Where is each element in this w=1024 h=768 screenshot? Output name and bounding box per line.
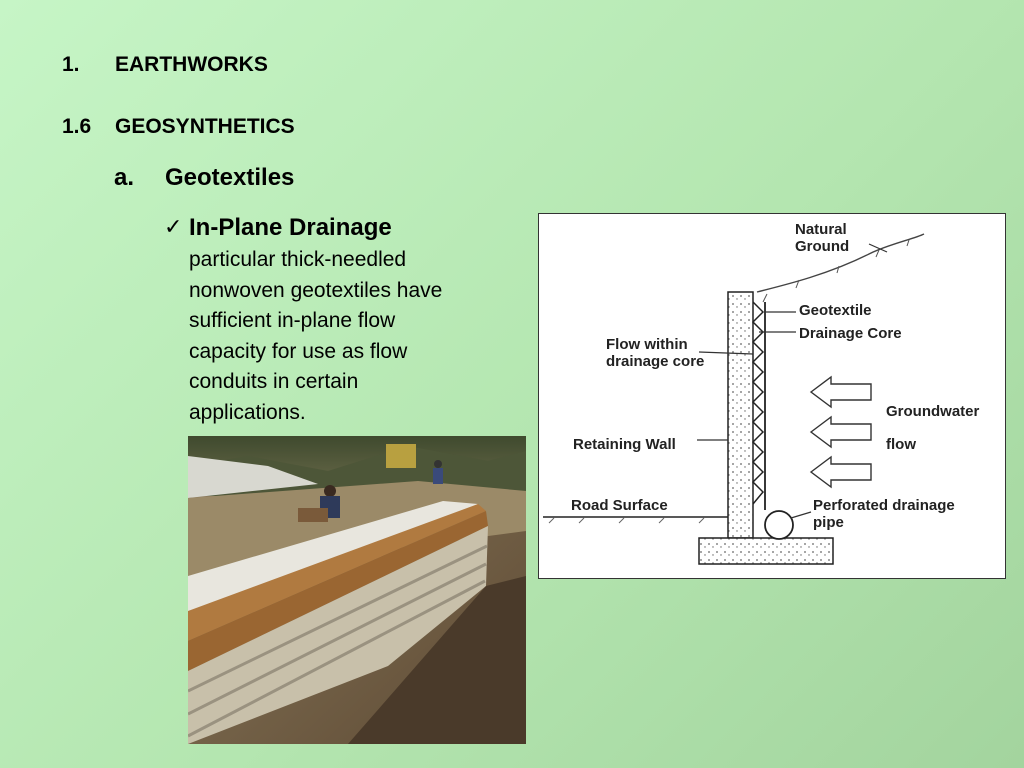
retaining-wall-photo [188, 436, 526, 744]
drainage-diagram: Natural Ground Geotextile Drainage Core … [538, 213, 1006, 579]
bullet-line: applications. [189, 400, 306, 424]
label-retaining-wall: Retaining Wall [573, 436, 676, 453]
heading-1-title: EARTHWORKS [115, 53, 268, 76]
bullet-line: capacity for use as flow [189, 339, 408, 363]
heading-2-number: 1.6 [62, 115, 92, 138]
label-natural-ground-1: Natural [795, 221, 847, 238]
label-road-surface: Road Surface [571, 497, 668, 514]
label-groundwater-2: flow [886, 436, 916, 453]
heading-1-number: 1. [62, 53, 80, 76]
label-drainage-core: Drainage Core [799, 325, 902, 342]
checkmark-icon: ✓ [164, 214, 183, 239]
bullet-line: sufficient in-plane flow [189, 309, 396, 332]
label-perforated-1: Perforated drainage [813, 497, 955, 514]
label-perforated-2: pipe [813, 514, 844, 531]
label-geotextile: Geotextile [799, 302, 872, 319]
heading-2-title: GEOSYNTHETICS [115, 115, 295, 138]
subheading-letter: a. [114, 164, 135, 191]
bullet-body: particular thick-needled nonwoven geotex… [189, 245, 519, 428]
bullet-line: nonwoven geotextiles have [189, 278, 443, 302]
bullet-title: In-Plane Drainage [189, 214, 392, 241]
label-flow-within-2: drainage core [606, 353, 704, 370]
label-natural-ground-2: Ground [795, 238, 849, 255]
bullet-line: conduits in certain [189, 370, 359, 393]
label-groundwater-1: Groundwater [886, 403, 980, 420]
label-flow-within-1: Flow within [606, 336, 688, 353]
subheading-title: Geotextiles [165, 164, 295, 191]
bullet-line: particular thick-needled [189, 248, 407, 271]
